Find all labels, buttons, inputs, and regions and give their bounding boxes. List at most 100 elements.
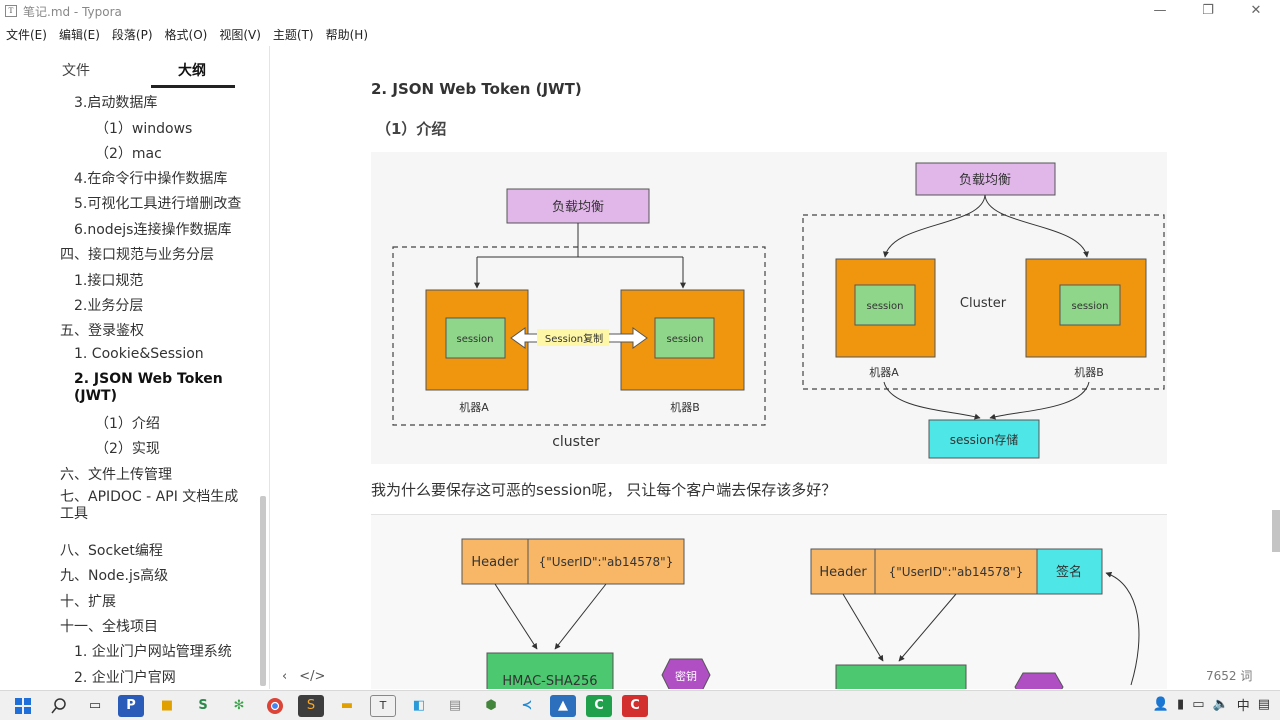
back-arrow-icon[interactable]: ‹ bbox=[282, 668, 288, 684]
ime-indicator[interactable]: 中 bbox=[1236, 699, 1250, 714]
app-s-icon[interactable]: S bbox=[198, 698, 208, 713]
outline-item[interactable]: 6.nodejs连接操作数据库 bbox=[74, 222, 232, 238]
right-cluster-label: Cluster bbox=[960, 296, 1007, 311]
battery-icon[interactable]: ▮ bbox=[1177, 697, 1185, 712]
notification-icon[interactable]: ▤ bbox=[1257, 697, 1270, 712]
jwt-left-hmac bbox=[486, 652, 614, 689]
typora-app-icon: T bbox=[5, 5, 17, 17]
search-icon[interactable] bbox=[46, 695, 72, 717]
menu-paragraph[interactable]: 段落(P) bbox=[111, 27, 153, 42]
maximize-button[interactable]: ❐ bbox=[1202, 3, 1214, 18]
session-cluster-diagram: 负载均衡 session session Session复制 机器A 机器B c… bbox=[371, 152, 1167, 464]
menu-format[interactable]: 格式(O) bbox=[164, 27, 208, 42]
outline-item-active[interactable]: 2. JSON Web Token (JWT) bbox=[74, 371, 223, 404]
jwt-left-payload bbox=[527, 538, 685, 585]
app-w-icon[interactable]: ▤ bbox=[448, 698, 462, 713]
person-icon[interactable]: 👤 bbox=[1152, 697, 1170, 712]
menu-edit[interactable]: 编辑(E) bbox=[58, 27, 100, 42]
jwt-right-hmac bbox=[835, 664, 967, 689]
left-session-a bbox=[445, 317, 506, 359]
right-session-b-label: session bbox=[1071, 301, 1108, 312]
outline-item[interactable]: 1.接口规范 bbox=[74, 273, 144, 289]
outline-item[interactable]: （1）介绍 bbox=[95, 416, 160, 432]
minimize-button[interactable]: — bbox=[1153, 3, 1167, 18]
app-p-icon[interactable]: P bbox=[118, 694, 144, 717]
jwt-diagram: Header {"UserID":"ab14578"} HMAC-SHA256 … bbox=[371, 514, 1167, 689]
body-paragraph: 我为什么要保存这可恶的session呢， 只让每个客户端去保存该多好？ bbox=[371, 481, 837, 499]
left-session-b bbox=[654, 317, 715, 359]
outline-item[interactable]: 八、Socket编程 bbox=[60, 543, 163, 559]
folder-icon[interactable]: ■ bbox=[160, 698, 174, 713]
outline-item[interactable]: （2）实现 bbox=[95, 441, 160, 457]
tab-files[interactable]: 文件 bbox=[62, 63, 90, 79]
right-machine-b-label: 机器B bbox=[1074, 365, 1104, 379]
menu-file[interactable]: 文件(E) bbox=[6, 27, 47, 42]
outline-item[interactable]: 2.业务分层 bbox=[74, 298, 144, 314]
outline-item[interactable]: （1）windows bbox=[95, 121, 193, 137]
outline-item[interactable]: 七、APIDOC - API 文档生成工具 bbox=[60, 489, 239, 522]
sidebar: 文件 大纲 3.启动数据库 （1）windows （2）mac 4.在命令行中操… bbox=[0, 46, 270, 689]
jwt-left-key-label: 密钥 bbox=[675, 669, 697, 683]
chrome-icon[interactable] bbox=[262, 695, 288, 717]
app-m-icon[interactable]: ▲ bbox=[550, 694, 576, 717]
app-red-icon[interactable]: C bbox=[622, 694, 648, 717]
sidebar-scrollbar[interactable] bbox=[260, 496, 266, 686]
left-cluster-label: cluster bbox=[552, 434, 600, 450]
menu-bar: 文件(E) 编辑(E) 段落(P) 格式(O) 视图(V) 主题(T) 帮助(H… bbox=[0, 23, 374, 45]
word-count[interactable]: 7652 词 bbox=[1206, 669, 1253, 683]
tab-outline[interactable]: 大纲 bbox=[178, 63, 206, 79]
close-button[interactable]: ✕ bbox=[1250, 3, 1262, 18]
outline-item[interactable]: 十一、全栈项目 bbox=[60, 619, 158, 635]
sublime-icon[interactable]: S bbox=[298, 694, 324, 717]
outline-item[interactable]: 六、文件上传管理 bbox=[60, 467, 172, 483]
start-icon[interactable] bbox=[10, 695, 36, 717]
left-session-a-label: session bbox=[456, 334, 493, 345]
jwt-left-hmac-label: HMAC-SHA256 bbox=[502, 674, 597, 689]
source-mode-icon[interactable]: </> bbox=[299, 668, 326, 684]
editor-area[interactable]: 2. JSON Web Token (JWT) （1）介绍 负载均衡 sessi… bbox=[271, 46, 1280, 689]
typora-icon[interactable]: T bbox=[370, 694, 396, 717]
taskview-icon[interactable]: ▭ bbox=[88, 698, 102, 713]
jwt-left-key bbox=[661, 658, 711, 689]
left-lb-label: 负载均衡 bbox=[552, 200, 604, 215]
jwt-right-key bbox=[1014, 672, 1064, 689]
heading-jwt: 2. JSON Web Token (JWT) bbox=[371, 80, 582, 98]
app-b-icon[interactable]: ◧ bbox=[412, 698, 426, 713]
outline-item[interactable]: 四、接口规范与业务分层 bbox=[60, 247, 214, 263]
right-cluster-boundary bbox=[802, 214, 1165, 390]
menu-view[interactable]: 视图(V) bbox=[219, 27, 261, 42]
node-icon[interactable]: ⬢ bbox=[485, 698, 497, 713]
outline-item[interactable]: 2. 企业门户官网 bbox=[74, 670, 176, 686]
session-store-label: session存储 bbox=[950, 432, 1018, 447]
vscode-icon[interactable]: ≺ bbox=[521, 698, 533, 713]
jwt-right-header bbox=[810, 548, 876, 595]
window-title: 笔记.md - Typora bbox=[23, 4, 122, 19]
editor-scrollbar-thumb[interactable] bbox=[1272, 510, 1280, 552]
menu-help[interactable]: 帮助(H) bbox=[325, 27, 368, 42]
volume-icon[interactable]: 🔈 bbox=[1212, 697, 1229, 712]
outline-item[interactable]: 5.可视化工具进行增删改查 bbox=[74, 196, 242, 212]
left-cluster-boundary bbox=[392, 246, 766, 426]
left-machine-a-label: 机器A bbox=[459, 400, 489, 414]
jwt-left-header-label: Header bbox=[471, 555, 519, 570]
network-icon[interactable]: ▭ bbox=[1192, 697, 1205, 712]
jwt-right-header-label: Header bbox=[819, 565, 867, 580]
right-lb-label: 负载均衡 bbox=[959, 173, 1011, 188]
outline-item[interactable]: 1. 企业门户网站管理系统 bbox=[74, 644, 232, 660]
outline-item[interactable]: 3.启动数据库 bbox=[74, 95, 158, 111]
outline-item[interactable]: 4.在命令行中操作数据库 bbox=[74, 171, 228, 187]
outline-item[interactable]: （2）mac bbox=[95, 146, 162, 162]
session-store bbox=[928, 419, 1040, 459]
outline-item[interactable]: 五、登录鉴权 bbox=[60, 323, 144, 339]
app-c-icon[interactable]: C bbox=[586, 694, 612, 717]
session-copy-label: Session复制 bbox=[545, 332, 603, 345]
jwt-right-sign bbox=[1036, 548, 1103, 595]
heading-intro: （1）介绍 bbox=[376, 120, 447, 138]
right-session-b bbox=[1059, 284, 1121, 326]
outline-item[interactable]: 十、扩展 bbox=[60, 594, 116, 610]
outline-item[interactable]: 1. Cookie&Session bbox=[74, 346, 204, 362]
menu-theme[interactable]: 主题(T) bbox=[272, 27, 314, 42]
explorer-icon[interactable]: ▬ bbox=[340, 698, 354, 713]
app-g-icon[interactable]: ✻ bbox=[233, 698, 245, 713]
outline-item[interactable]: 九、Node.js高级 bbox=[60, 568, 169, 584]
